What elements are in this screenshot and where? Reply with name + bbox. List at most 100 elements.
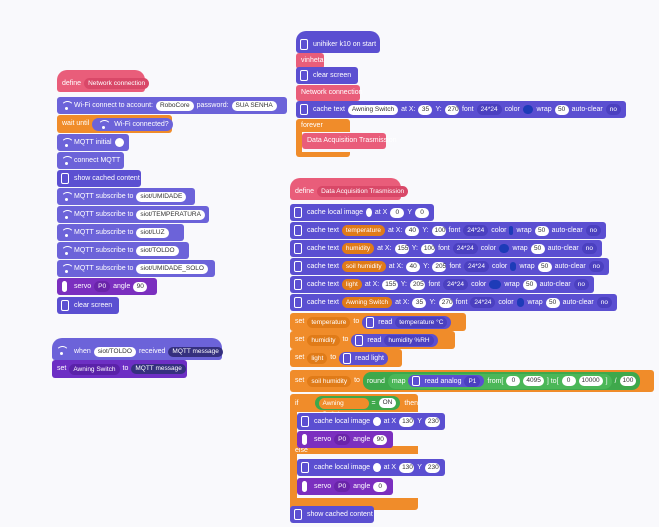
- variable-reporter[interactable]: Awning Switch: [318, 397, 369, 418]
- read-light-reporter[interactable]: read light: [339, 351, 388, 365]
- gear-icon[interactable]: [373, 417, 381, 426]
- set-temperature-block[interactable]: set temperature to read temperature °C: [290, 313, 466, 331]
- y-input[interactable]: 205: [432, 261, 447, 272]
- topic-input[interactable]: siot/TEMPERATURA: [136, 209, 205, 220]
- color-picker[interactable]: [522, 105, 534, 114]
- y-input[interactable]: 100: [420, 243, 436, 254]
- to-high-input[interactable]: 10000: [578, 376, 603, 386]
- variable-dropdown[interactable]: temperature: [307, 316, 351, 328]
- variable-dropdown[interactable]: light: [307, 352, 328, 364]
- color-picker[interactable]: [509, 226, 514, 235]
- x-input[interactable]: 155: [394, 243, 409, 254]
- x-input[interactable]: 130: [399, 416, 415, 427]
- auto-clear-dropdown[interactable]: no: [573, 279, 589, 290]
- wifi-connect-block[interactable]: Wi-Fi connect to account: RoboCore passw…: [57, 97, 287, 114]
- y-input[interactable]: 230: [424, 416, 441, 427]
- servo-angle-block[interactable]: servo P0 angle 90: [57, 278, 157, 295]
- mqtt-subscribe-2[interactable]: MQTT subscribe to siot/TEMPERATURA: [57, 206, 209, 223]
- wifi-connected-reporter[interactable]: Wi-Fi connected?: [92, 117, 173, 131]
- topic-input[interactable]: siot/TOLDO: [136, 245, 179, 256]
- sensor-dropdown[interactable]: humidity %RH: [384, 334, 434, 346]
- variable-reporter[interactable]: light: [341, 279, 362, 290]
- clear-screen-block[interactable]: clear screen: [296, 67, 358, 84]
- color-picker[interactable]: [489, 280, 502, 289]
- define-network-hat[interactable]: define Network connection: [57, 70, 150, 92]
- variable-reporter[interactable]: humidity: [341, 243, 375, 254]
- wrap-input[interactable]: 50: [530, 243, 545, 254]
- wrap-input[interactable]: 50: [554, 104, 569, 115]
- wrap-input[interactable]: 50: [534, 225, 549, 236]
- topic-input[interactable]: siot/UMIDADE_SOLO: [136, 263, 208, 274]
- mqtt-subscribe-5[interactable]: MQTT subscribe to siot/UMIDADE_SOLO: [57, 260, 215, 277]
- font-dropdown[interactable]: 24*24: [470, 297, 496, 308]
- angle-input[interactable]: 90: [373, 434, 388, 445]
- map-reporter[interactable]: map read analog P1 from[ 0 4095 ] to[ 0 …: [387, 373, 612, 389]
- auto-clear-dropdown[interactable]: no: [596, 297, 612, 308]
- servo-pin-dropdown[interactable]: P0: [334, 481, 351, 492]
- wrap-input[interactable]: 50: [522, 279, 537, 290]
- read-sensor-reporter[interactable]: read humidity %RH: [351, 333, 438, 347]
- variable-dropdown[interactable]: Awning Switch: [69, 363, 120, 375]
- mqtt-subscribe-4[interactable]: MQTT subscribe to siot/TOLDO: [57, 242, 189, 259]
- compare-value-input[interactable]: ON: [378, 398, 397, 408]
- when-mqtt-hat[interactable]: when siot/TOLDO received MQTT message: [52, 338, 223, 360]
- color-picker[interactable]: [516, 298, 525, 307]
- x-input[interactable]: 0: [390, 207, 405, 218]
- wait-until-block[interactable]: wait until Wi-Fi connected?: [57, 115, 173, 133]
- set-humidity-block[interactable]: set humidity to read humidity %RH: [290, 331, 455, 349]
- auto-clear-dropdown[interactable]: no: [605, 104, 621, 115]
- pin-dropdown[interactable]: P1: [464, 375, 481, 387]
- x-input[interactable]: 40: [406, 261, 421, 272]
- servo-pin-dropdown[interactable]: P0: [94, 281, 111, 292]
- clear-screen-block[interactable]: clear screen: [57, 297, 119, 314]
- connect-mqtt-block[interactable]: connect MQTT: [57, 152, 124, 169]
- define-data-acq-hat[interactable]: define Data Acquisition Trasmission: [290, 178, 409, 200]
- variable-reporter[interactable]: soil humidity: [341, 261, 386, 272]
- mqtt-subscribe-3[interactable]: MQTT subscribe to siot/LUZ: [57, 224, 184, 241]
- x-input[interactable]: 35: [412, 297, 427, 308]
- wrap-input[interactable]: 50: [537, 261, 552, 272]
- set-light-block[interactable]: set light to read light: [290, 349, 402, 367]
- variable-dropdown[interactable]: humidity: [307, 334, 340, 346]
- mqtt-message-reporter[interactable]: MQTT message: [131, 364, 186, 374]
- topic-input[interactable]: siot/LUZ: [136, 227, 169, 238]
- x-input[interactable]: 35: [418, 104, 433, 115]
- font-dropdown[interactable]: 24*24: [464, 261, 490, 272]
- servo-pin-dropdown[interactable]: P0: [334, 434, 351, 445]
- variable-reporter[interactable]: temperature: [341, 225, 385, 236]
- on-start-hat[interactable]: unihiker k10 on start: [296, 31, 380, 53]
- to-low-input[interactable]: 0: [561, 376, 576, 386]
- servo-then[interactable]: servo P0 angle 90: [297, 431, 393, 448]
- show-cached-block[interactable]: show cached content: [57, 170, 141, 187]
- cache-image-else[interactable]: cache local image at X 130 Y 230: [297, 459, 445, 476]
- y-input[interactable]: 0: [415, 207, 429, 218]
- font-dropdown[interactable]: 24*24: [476, 104, 502, 115]
- font-dropdown[interactable]: 24*24: [463, 225, 489, 236]
- servo-else[interactable]: servo P0 angle 0: [297, 478, 393, 495]
- y-input[interactable]: 270: [444, 104, 459, 115]
- font-dropdown[interactable]: 24*24: [443, 279, 469, 290]
- auto-clear-dropdown[interactable]: no: [581, 243, 597, 254]
- cache-text-block[interactable]: cache text Awning Switch at X: 35 Y: 270…: [296, 101, 626, 118]
- x-input[interactable]: 130: [399, 462, 415, 473]
- sensor-dropdown[interactable]: temperature °C: [395, 316, 448, 328]
- gear-icon[interactable]: [373, 463, 381, 472]
- auto-clear-dropdown[interactable]: no: [585, 225, 601, 236]
- y-input[interactable]: 205: [409, 279, 426, 290]
- text-input[interactable]: Awning Switch: [347, 104, 399, 115]
- topic-input[interactable]: siot/UMIDADE: [136, 191, 187, 202]
- variable-dropdown[interactable]: soil humidity: [307, 375, 352, 387]
- network-call[interactable]: Network connection: [296, 85, 362, 101]
- cache-image-then[interactable]: cache local image at X 130 Y 230: [297, 413, 445, 430]
- round-reporter[interactable]: round map read analog P1 from[ 0 4095 ] …: [362, 372, 641, 390]
- set-awning-block[interactable]: set Awning Switch to MQTT message: [52, 360, 187, 378]
- gear-icon[interactable]: [366, 208, 372, 217]
- angle-input[interactable]: 90: [133, 281, 148, 292]
- auto-clear-dropdown[interactable]: no: [588, 261, 604, 272]
- cache-image-block[interactable]: cache local image at X 0 Y 0: [290, 204, 434, 221]
- variable-reporter[interactable]: Awning Switch: [341, 297, 393, 308]
